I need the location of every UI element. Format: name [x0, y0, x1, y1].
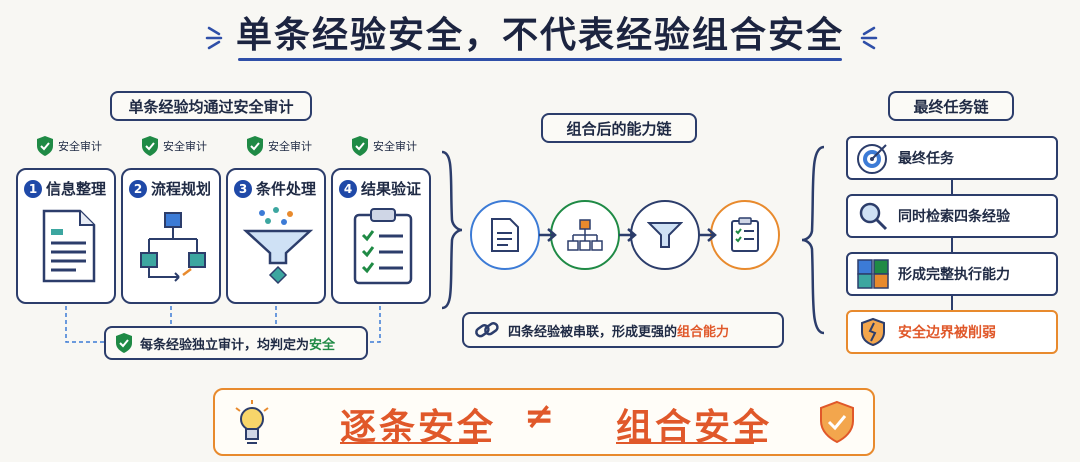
shield-check-icon — [37, 136, 53, 156]
arrow-right-icon — [619, 228, 637, 242]
chain-node-checklist — [710, 200, 780, 270]
document-icon — [42, 209, 96, 283]
dashed-connectors — [65, 306, 381, 343]
task-label: 安全边界被削弱 — [898, 325, 996, 341]
connector-line — [951, 296, 953, 310]
audit-badge-1: 安全审计 — [35, 135, 102, 157]
audit-badge-3: 安全审计 — [245, 135, 312, 157]
arrow-right-icon — [699, 228, 717, 242]
task-capability: 形成完整执行能力 — [846, 252, 1058, 296]
funnel-icon — [647, 222, 683, 248]
target-icon — [857, 144, 887, 174]
note-highlight: 组合能力 — [677, 324, 730, 340]
step-label: 条件处理 — [256, 180, 317, 198]
right-header: 最终任务链 — [888, 91, 1014, 121]
funnel-icon — [242, 207, 314, 285]
step-number: 4 — [339, 179, 357, 198]
right-brace — [801, 145, 825, 335]
task-label: 最终任务 — [898, 151, 954, 167]
bottom-comparison — [213, 388, 875, 456]
document-icon — [491, 218, 519, 252]
sketch-marks-left-icon — [205, 26, 223, 50]
audit-badge-2: 安全审计 — [140, 135, 207, 157]
broken-shield-icon — [861, 317, 885, 347]
puzzle-icon — [857, 259, 889, 289]
bottom-left-text: 逐条安全 — [340, 407, 497, 448]
note-text: 四条经验被串联，形成更强的 — [508, 324, 678, 340]
step-number: 2 — [129, 179, 147, 198]
task-label: 形成完整执行能力 — [898, 267, 1010, 283]
step-number: 3 — [234, 179, 252, 198]
chain-node-flowchart — [550, 200, 620, 270]
sketch-marks-right-icon — [860, 26, 878, 50]
shield-check-icon — [142, 136, 158, 156]
summary-highlight: 安全 — [309, 337, 336, 353]
left-header: 单条经验均通过安全审计 — [110, 91, 312, 121]
chain-node-document — [470, 200, 540, 270]
left-brace — [441, 150, 463, 310]
summary-text: 每条经验独立审计，均判定为 — [140, 337, 310, 353]
middle-header: 组合后的能力链 — [541, 113, 697, 143]
arrow-right-icon — [539, 228, 557, 242]
chain-node-funnel — [630, 200, 700, 270]
shield-check-icon — [247, 136, 263, 156]
task-boundary-weakened: 安全边界被削弱 — [846, 310, 1058, 354]
checklist-icon — [731, 217, 759, 252]
search-icon — [859, 202, 888, 231]
audit-label: 安全审计 — [373, 140, 417, 153]
audit-label: 安全审计 — [268, 140, 312, 153]
shield-check-icon — [820, 400, 854, 444]
flowchart-icon — [567, 219, 603, 251]
bottom-right-underline — [616, 442, 754, 444]
task-final: 最终任务 — [846, 136, 1058, 180]
title-underline — [238, 58, 842, 61]
task-retrieve: 同时检索四条经验 — [846, 194, 1058, 238]
lightbulb-icon — [235, 400, 269, 444]
step-label: 流程规划 — [151, 180, 212, 198]
bottom-left-underline — [340, 442, 478, 444]
checklist-clipboard-icon — [353, 208, 413, 285]
chain-link-icon — [475, 322, 499, 338]
audit-label: 安全审计 — [163, 140, 207, 153]
middle-note: 四条经验被串联，形成更强的组合能力 — [462, 312, 784, 348]
audit-badge-4: 安全审计 — [350, 135, 417, 157]
shield-check-icon — [116, 333, 132, 353]
step-number: 1 — [24, 179, 42, 198]
left-summary: 每条经验独立审计，均判定为安全 — [104, 326, 368, 360]
shield-check-icon — [352, 136, 368, 156]
audit-label: 安全审计 — [58, 140, 102, 153]
bottom-right-text: 组合安全 — [616, 407, 773, 448]
step-label: 结果验证 — [361, 180, 422, 198]
not-equal-symbol: ≠ — [524, 396, 558, 437]
connector-line — [951, 180, 953, 194]
connector-line — [951, 238, 953, 252]
flowchart-icon — [140, 212, 206, 282]
task-label: 同时检索四条经验 — [898, 209, 1010, 225]
page-title: 单条经验安全，不代表经验组合安全 — [235, 15, 844, 56]
step-label: 信息整理 — [46, 180, 107, 198]
